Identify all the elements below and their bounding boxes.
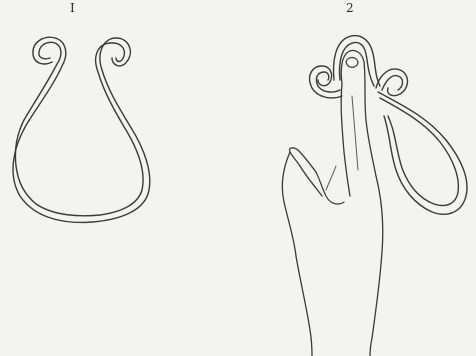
loop-inner-line xyxy=(15,42,143,215)
middle-finger xyxy=(341,50,376,176)
loop-outer-line xyxy=(13,37,150,222)
loop-top-curl-inner xyxy=(339,42,374,86)
loop-big-outer xyxy=(378,92,467,214)
figure-1-loop xyxy=(13,37,150,222)
palm-fold xyxy=(316,172,344,204)
figure-2-hand-with-loop xyxy=(282,36,467,356)
finger-crease xyxy=(352,96,358,170)
loop-left-curl-inner xyxy=(316,72,340,92)
forearm-right xyxy=(370,176,383,356)
forearm-left xyxy=(296,256,312,356)
palm-crease xyxy=(326,166,336,190)
curled-fingers xyxy=(282,152,296,256)
loop-left-curl xyxy=(310,66,342,98)
fingernail xyxy=(346,58,358,68)
thumb xyxy=(289,148,322,196)
loop-right-curl-inner xyxy=(382,76,403,90)
index-finger xyxy=(341,84,350,196)
